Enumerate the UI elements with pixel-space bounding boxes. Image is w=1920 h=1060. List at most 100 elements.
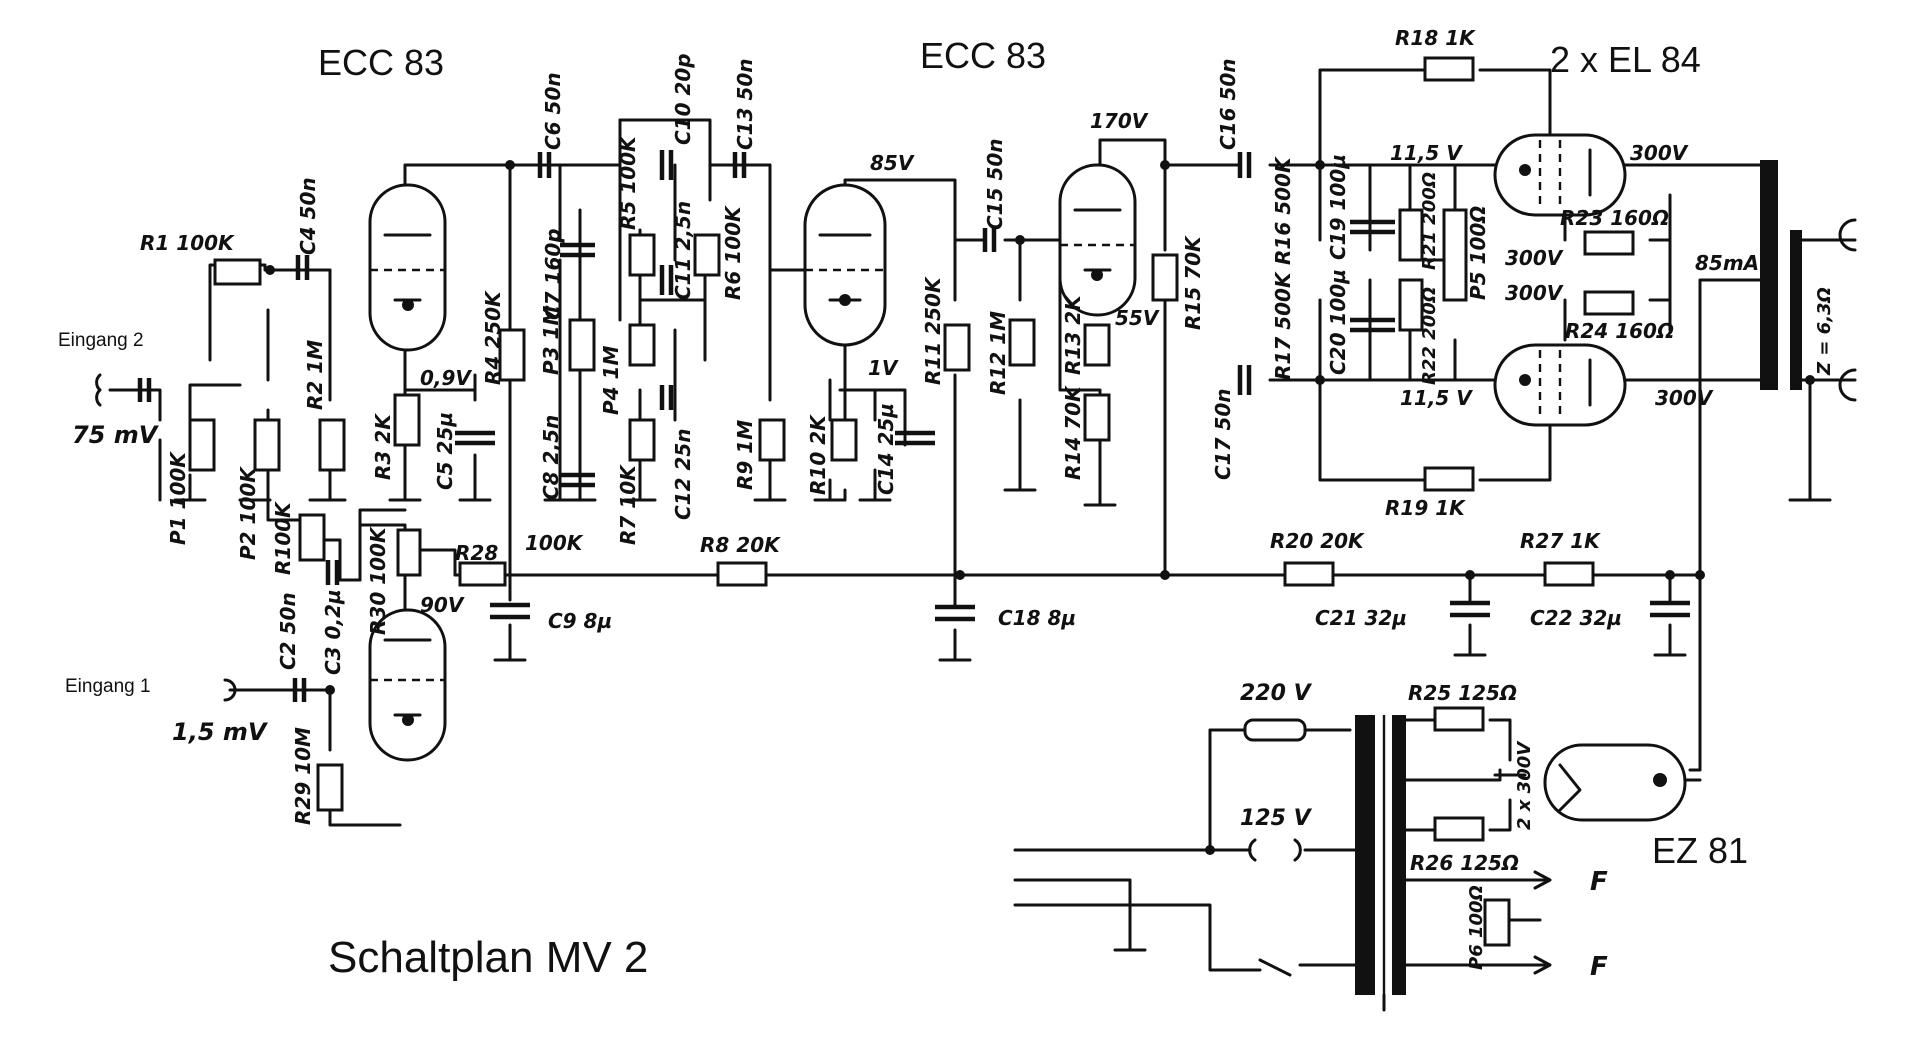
cap-c20 [1350, 317, 1395, 333]
label-170v: 170V [1090, 109, 1149, 133]
label-300v-b: 300V [1505, 246, 1564, 270]
label-r5: R5 100K [616, 135, 640, 230]
label-c7: C7 160p [541, 228, 565, 320]
resistor-r100k [298, 513, 326, 562]
cap-c10 [659, 150, 674, 180]
label-r10: R10 2K [806, 414, 830, 495]
label-p5: P5 100Ω [1466, 206, 1490, 300]
output-transformer-secondary [1790, 230, 1802, 390]
resistor-r8 [716, 561, 768, 587]
label-p2: P2 100K [236, 466, 260, 560]
cap-c16 [1237, 152, 1252, 178]
label-r21: R21 200Ω [1419, 172, 1440, 270]
resistor-r28 [458, 561, 507, 587]
label-c18: C18 8µ [998, 606, 1076, 630]
label-r12: R12 1M [986, 311, 1010, 395]
resistor-r15 [1151, 253, 1179, 302]
resistor-r10 [830, 418, 858, 462]
cap-c22 [1650, 600, 1690, 618]
resistors [188, 56, 1635, 947]
label-r24: R24 160Ω [1565, 319, 1674, 343]
input-1-level: 1,5 mV [172, 718, 269, 746]
power-transformer-secondary [1392, 715, 1406, 995]
label-c4: C4 50n [296, 177, 320, 255]
label-r100k: R100K [271, 501, 295, 575]
resistor-r2 [318, 418, 346, 472]
resistor-r23 [1583, 230, 1635, 256]
cap-c8 [560, 472, 595, 488]
label-r2: R2 1M [303, 340, 327, 410]
cap-c4 [295, 255, 310, 280]
label-c10: C10 20p [671, 53, 695, 145]
label-r23: R23 160Ω [1560, 206, 1669, 230]
label-z: Z = 6,3Ω [1814, 287, 1835, 376]
label-220v: 220 V [1240, 681, 1313, 706]
label-c8: C8 2,5n [539, 415, 563, 500]
resistor-r20 [1283, 561, 1335, 587]
pot-p5 [1442, 208, 1468, 302]
cap-c21 [1450, 600, 1490, 618]
label-r1: R1 100K [140, 231, 235, 255]
label-11-5v-a: 11,5 V [1390, 141, 1463, 165]
tube-label-v1: ECC 83 [318, 42, 444, 83]
cap-c17 [1237, 365, 1252, 395]
label-c5: C5 25µ [433, 412, 457, 490]
label-r28: R28 [455, 541, 498, 565]
resistor-r18 [1423, 56, 1475, 82]
label-300v-d: 300V [1655, 386, 1714, 410]
resistor-r12 [1008, 318, 1036, 367]
label-r15: R15 70K [1181, 235, 1205, 330]
tubes [368, 133, 1687, 822]
cap-c19 [1350, 219, 1395, 235]
label-r16: R16 500K [1271, 156, 1295, 265]
label-c12: C12 25n [671, 428, 695, 520]
resistor-r14 [1083, 393, 1111, 442]
label-c20: C20 100µ [1326, 269, 1350, 375]
resistor-r26 [1433, 816, 1485, 842]
label-100k: 100K [525, 531, 584, 555]
cap-c14 [895, 430, 935, 446]
label-c9: C9 8µ [548, 609, 612, 633]
cap-c5 [455, 430, 495, 446]
pot-p6 [1483, 898, 1511, 947]
tube-v1b-ecc83 [803, 183, 887, 347]
resistor-r3 [393, 393, 421, 447]
diagram-title: Schaltplan MV 2 [328, 933, 648, 982]
grounds [173, 488, 1687, 952]
output-transformer-primary [1760, 160, 1778, 390]
label-c6: C6 50n [541, 72, 565, 150]
capacitors [137, 150, 1690, 702]
resistor-r27 [1543, 561, 1595, 587]
resistor-r1 [213, 258, 262, 286]
resistor-r19 [1423, 466, 1475, 492]
label-f1: F [1590, 867, 1608, 897]
resistor-r11 [943, 323, 971, 372]
label-r27: R27 1K [1520, 529, 1601, 553]
pot-p3 [568, 318, 596, 372]
resistor-r21 [1398, 208, 1424, 262]
tube-v1a-ecc83 [368, 183, 447, 352]
label-r19: R19 1K [1385, 496, 1466, 520]
label-1v: 1V [868, 356, 899, 380]
label-p6: P6 100Ω [1466, 885, 1487, 970]
label-11-5v-b: 11,5 V [1400, 386, 1473, 410]
label-c3: C3 0,2µ [321, 589, 345, 675]
label-300v-c: 300V [1505, 281, 1564, 305]
label-55v: 55V [1115, 306, 1160, 330]
tube-label-v3: 2 x EL 84 [1550, 39, 1701, 80]
label-p1: P1 100K [166, 451, 190, 545]
label-300v-a: 300V [1630, 141, 1689, 165]
label-125v: 125 V [1240, 806, 1313, 831]
label-c14: C14 25µ [874, 403, 898, 495]
label-85v: 85V [870, 151, 915, 175]
resistor-r6 [693, 233, 721, 277]
label-r30: R30 100K [366, 526, 390, 635]
input-2-label: Eingang 2 [58, 330, 144, 351]
resistor-r7 [628, 418, 656, 462]
power-transformer-primary [1355, 715, 1375, 995]
cap-c13 [732, 152, 747, 178]
resistor-r4 [498, 328, 526, 382]
label-2x300v: 2 x 300V [1514, 740, 1535, 830]
resistor-r5 [628, 233, 656, 277]
